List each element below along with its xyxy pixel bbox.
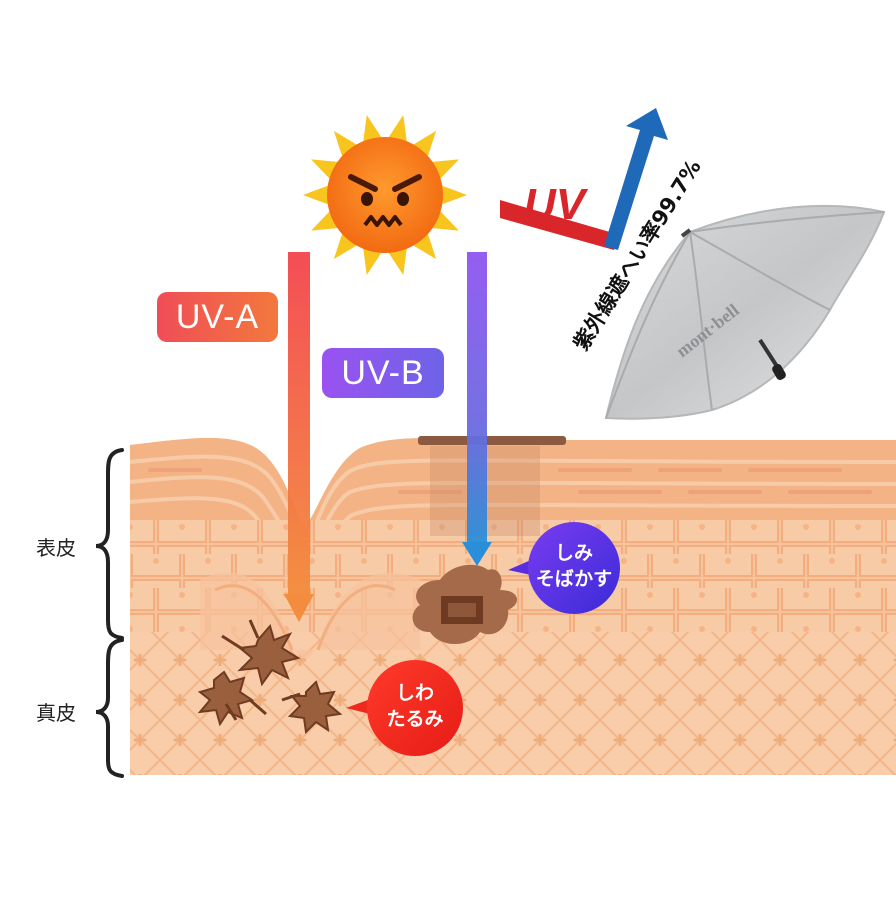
skin-cross-section <box>130 436 896 775</box>
sun-ray <box>333 130 357 156</box>
sun-ray <box>432 211 459 231</box>
uv-b-label: UV-B <box>341 354 425 392</box>
uv-b-badge <box>322 348 444 398</box>
bubble-wrinkles-text: しわ たるみ <box>367 680 463 732</box>
sun-ray <box>442 185 467 205</box>
sun-ray <box>363 115 382 142</box>
sun-ray <box>432 159 459 179</box>
layer-brackets <box>95 448 124 778</box>
collagen-damage-marks <box>197 619 343 735</box>
bubble-wrinkles-line1: しわ <box>395 682 434 704</box>
sun-ray <box>388 115 407 142</box>
bubble-wrinkles-line2: たるみ <box>386 708 444 730</box>
bubble-spots-text: しみ そばかす <box>528 540 620 592</box>
sun-ray <box>413 234 437 260</box>
sun-ray <box>311 159 338 179</box>
sun-ray <box>303 185 328 205</box>
sun-ray <box>388 248 407 275</box>
sun-ray <box>333 234 357 260</box>
dermis-label: 真皮 <box>36 701 76 725</box>
angry-sun-icon <box>303 115 467 275</box>
cell-row <box>130 520 896 554</box>
surface-patch <box>418 436 566 445</box>
epidermis-label: 表皮 <box>36 536 76 560</box>
sun-ray <box>363 248 382 275</box>
dermis-layer <box>130 632 896 775</box>
sun-ray <box>413 130 437 156</box>
melanin-spot <box>412 564 518 644</box>
bubble-wrinkles <box>346 660 463 756</box>
uv-a-label: UV-A <box>175 298 260 336</box>
stratum-corneum <box>130 437 896 588</box>
uv-a-arrow <box>284 252 314 622</box>
uv-b-arrow <box>462 252 492 566</box>
bubble-spots <box>508 522 620 614</box>
uv-a-badge <box>157 292 278 342</box>
uv-mark-text: UV <box>524 180 586 229</box>
bubble-spots-line2: そばかす <box>535 568 613 590</box>
bubble-spots-line1: しみ <box>554 542 593 564</box>
umbrella-image: mont·bell <box>604 204 886 420</box>
sun-ray <box>311 211 338 231</box>
